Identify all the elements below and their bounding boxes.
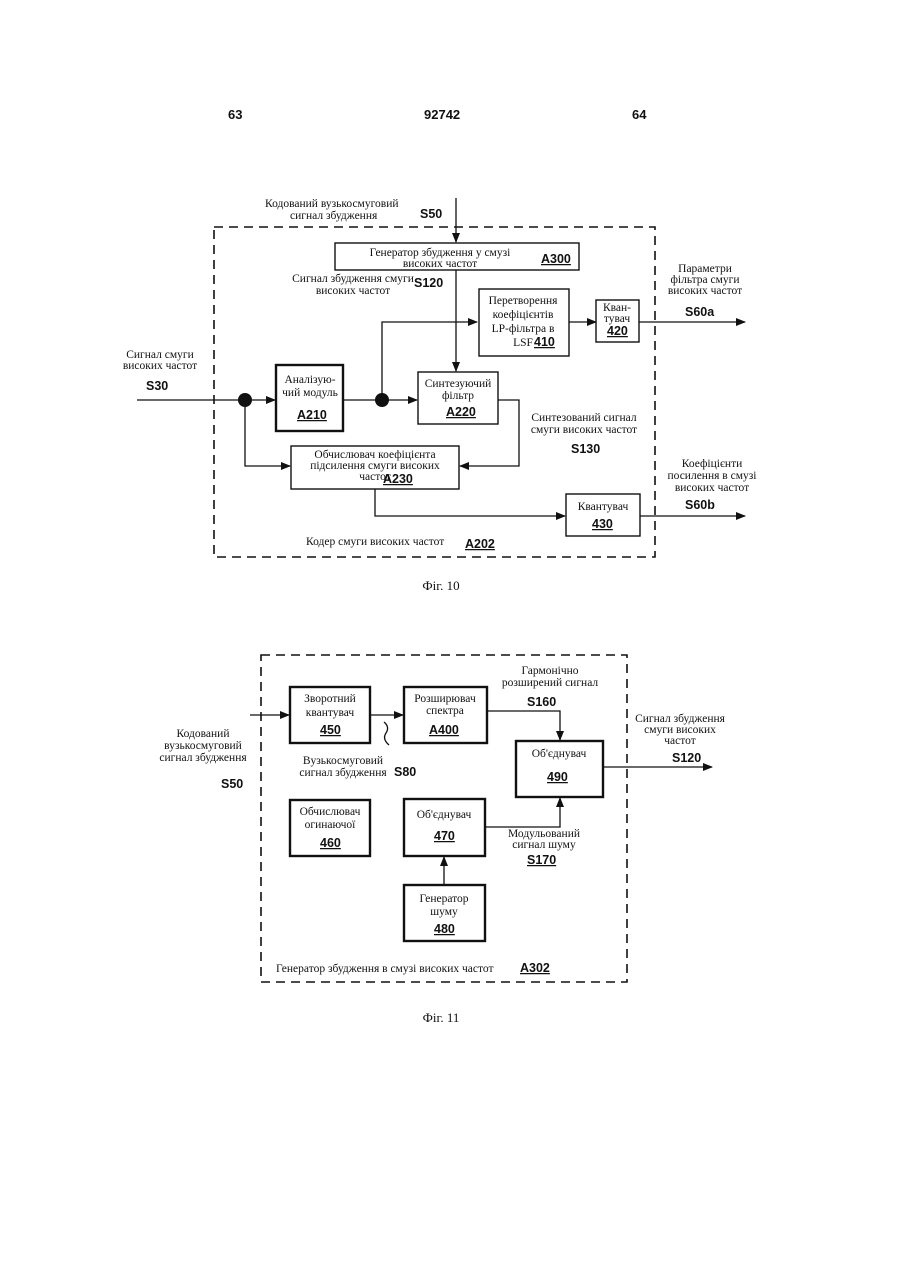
f10-encoder-id: A202 xyxy=(465,537,495,551)
f10-caption: Фіг. 10 xyxy=(422,578,459,593)
box-470-label: Об'єднувач xyxy=(417,809,472,821)
f10-input-left-label: Сигнал смугивисоких частот xyxy=(123,349,197,372)
box-490-id: 490 xyxy=(547,770,568,784)
squiggle-s80-pointer xyxy=(384,722,389,745)
f10-input-top-line1: Кодований вузькосмуговий xyxy=(265,198,399,210)
box-470 xyxy=(404,799,485,856)
box-420-id: 420 xyxy=(607,324,628,338)
box-410-id: 410 xyxy=(534,335,555,349)
box-a210-label: Аналізую-чий модуль xyxy=(282,374,338,399)
f10-synth-sig-label: Синтезований сигналсмуги високих частот xyxy=(531,412,637,436)
page-number-right: 64 xyxy=(632,107,647,122)
document-number: 92742 xyxy=(424,107,460,122)
f11-nb-label: Вузькосмуговийсигнал збудження xyxy=(299,755,387,779)
f11-mod-id: S170 xyxy=(527,853,556,867)
f10-input-top-id: S50 xyxy=(420,207,442,221)
box-490-label: Об'єднувач xyxy=(532,748,587,760)
f11-nb-id: S80 xyxy=(394,765,416,779)
figure-10: Кодований вузькосмуговий сигнал збудженн… xyxy=(123,198,757,593)
box-450-id: 450 xyxy=(320,723,341,737)
box-430-label: Квантувач xyxy=(578,501,629,513)
arrow-a230-to-430 xyxy=(375,489,565,516)
f10-synth-sig-id: S130 xyxy=(571,442,600,456)
f10-out2-id: S60b xyxy=(685,498,715,512)
box-a220-id: A220 xyxy=(446,405,476,419)
f11-input-id: S50 xyxy=(221,777,243,791)
f11-harm-id: S160 xyxy=(527,695,556,709)
box-460-id: 460 xyxy=(320,836,341,850)
f10-input-top-line2: сигнал збудження xyxy=(290,210,378,222)
box-a400-id: A400 xyxy=(429,723,459,737)
page-number-left: 63 xyxy=(228,107,242,122)
f11-output-label: Сигнал збудженнясмуги високихчастот xyxy=(635,713,726,747)
f11-input-label: Кодованийвузькосмуговийсигнал збудження xyxy=(159,728,247,764)
f11-caption: Фіг. 11 xyxy=(423,1010,460,1025)
f11-output-id: S120 xyxy=(672,751,701,765)
f11-mod-label: Модульованийсигнал шуму xyxy=(508,828,580,851)
f10-out2-label: Коефіцієнтипосилення в смузівисоких част… xyxy=(668,458,757,494)
f10-input-left-id: S30 xyxy=(146,379,168,393)
f10-hb-exc-id: S120 xyxy=(414,276,443,290)
box-a210-id: A210 xyxy=(297,408,327,422)
figure-11: Зворотнийквантувач 450 Розширювачспектра… xyxy=(159,655,725,1025)
box-a230-id: A230 xyxy=(383,472,413,486)
f10-hb-exc-label: Сигнал збудження смугивисоких частот xyxy=(292,273,414,297)
arrow-a400-to-490 xyxy=(487,711,560,740)
box-480-id: 480 xyxy=(434,922,455,936)
f11-generator-label: Генератор збудження в смузі високих част… xyxy=(276,963,494,975)
box-a300-id: A300 xyxy=(541,252,571,266)
box-460-label: Обчислювачогинаючої xyxy=(300,806,361,831)
f11-generator-id: A302 xyxy=(520,961,550,975)
box-420-label: Кван-тувач xyxy=(603,302,631,325)
arrow-470-to-490 xyxy=(485,798,560,827)
f10-out1-label: Параметрифільтра смугивисоких частот xyxy=(668,263,742,297)
f10-out1-id: S60a xyxy=(685,305,715,319)
f11-harm-label: Гармонічнорозширений сигнал xyxy=(502,665,599,689)
f10-encoder-label: Кодер смуги високих частот xyxy=(306,536,444,548)
box-430-id: 430 xyxy=(592,517,613,531)
box-470-id: 470 xyxy=(434,829,455,843)
